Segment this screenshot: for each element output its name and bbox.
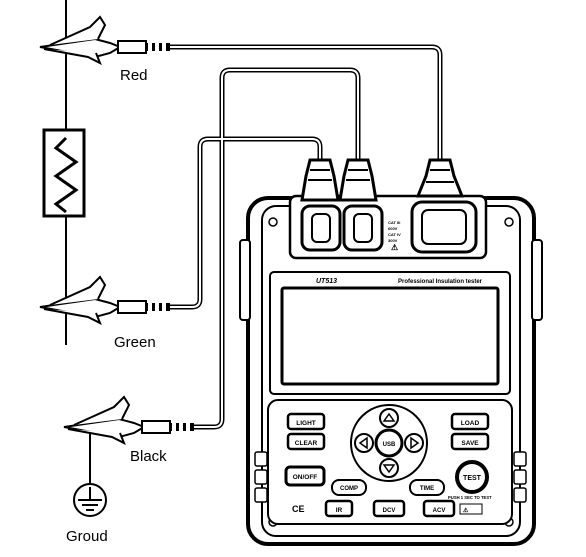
svg-text:LIGHT: LIGHT (296, 420, 316, 427)
svg-text:SAVE: SAVE (461, 440, 479, 447)
red-lead-wire (170, 44, 443, 160)
svg-text:TEST: TEST (463, 475, 482, 482)
jack-note-1: CAT III (388, 220, 400, 225)
load-button[interactable]: LOAD (450, 412, 490, 431)
svg-text:COMP: COMP (340, 486, 358, 492)
test-button[interactable]: TEST (455, 460, 489, 494)
light-button[interactable]: LIGHT (286, 412, 326, 431)
green-alligator-clip (39, 275, 170, 326)
jack-note-4: 300V (388, 238, 398, 243)
plug-red (415, 158, 465, 198)
svg-text:TIME: TIME (420, 486, 434, 492)
time-button[interactable]: TIME (409, 479, 445, 496)
label-ground: Groud (66, 528, 108, 545)
usb-button[interactable] (374, 428, 404, 458)
up-arrow-icon (382, 412, 396, 422)
down-arrow-icon (382, 464, 396, 474)
resistor-zigzag (53, 136, 79, 214)
acv-button[interactable]: ACV (422, 499, 456, 518)
svg-text:LOAD: LOAD (461, 420, 480, 427)
push-note: PUSH 1 SEC TO TEST (448, 495, 492, 500)
warning-icon: ⚠ (391, 243, 398, 252)
svg-text:CLEAR: CLEAR (295, 440, 318, 447)
model-name: UT513 (316, 278, 337, 285)
ir-button[interactable]: IR (324, 499, 354, 518)
label-black: Black (130, 448, 167, 465)
lcd-screen (280, 286, 500, 386)
label-green: Green (114, 334, 156, 351)
red-alligator-clip (39, 15, 170, 66)
ground-connection (73, 433, 107, 517)
battery-label (459, 503, 483, 515)
meter-title: Professional Insulation tester (398, 279, 483, 285)
onoff-button[interactable]: ON/OFF (284, 465, 326, 487)
jack-note-2: 600V (388, 226, 398, 231)
usb-label: USB (383, 442, 396, 448)
black-alligator-clip (63, 395, 194, 446)
jack-note-3: CAT IV (388, 232, 401, 237)
comp-button[interactable]: COMP (331, 479, 367, 496)
warning-small-icon: ⚠ (463, 507, 469, 514)
plug-green (300, 158, 340, 202)
save-button[interactable]: SAVE (450, 432, 490, 451)
ce-mark: CE (292, 504, 305, 514)
svg-text:ON/OFF: ON/OFF (293, 474, 318, 481)
plug-black (338, 158, 378, 202)
insulation-tester: CAT III 600V CAT IV 300V ⚠ UT513 Profess… (239, 158, 543, 546)
left-arrow-icon (358, 436, 368, 450)
svg-text:IR: IR (336, 507, 343, 514)
resistor-body (42, 128, 86, 218)
dcv-button[interactable]: DCV (372, 499, 406, 518)
label-red: Red (120, 67, 148, 84)
svg-text:ACV: ACV (433, 508, 446, 514)
right-arrow-icon (410, 436, 420, 450)
svg-text:DCV: DCV (383, 508, 396, 514)
clear-button[interactable]: CLEAR (286, 432, 326, 451)
navigation-pad[interactable]: USB (350, 404, 428, 482)
test-circuit (42, 0, 86, 345)
